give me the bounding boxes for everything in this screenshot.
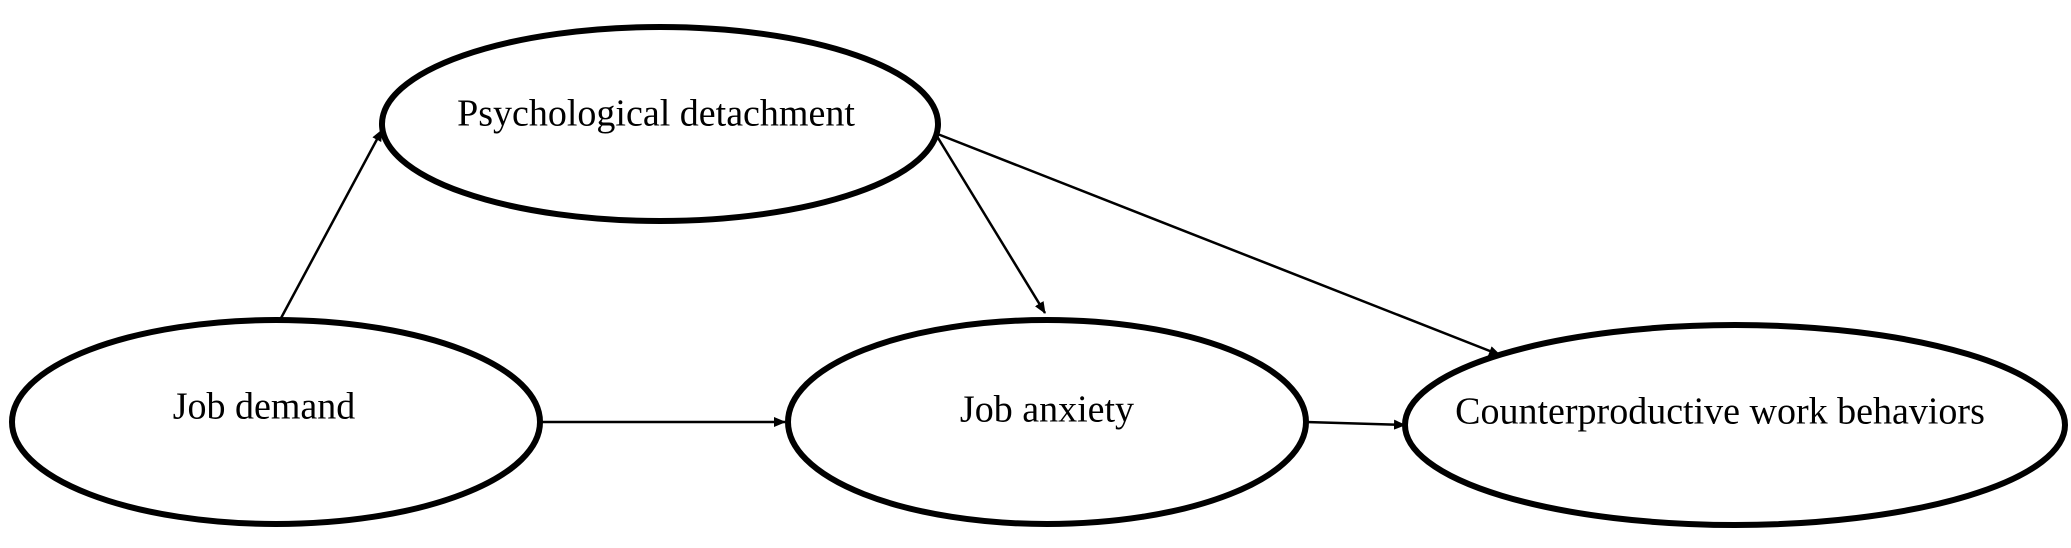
node-label-job-demand: Job demand [173,386,356,428]
node-label-counterproductive-work-behaviors: Counterproductive work behaviors [1455,391,1985,433]
node-label-psychological-detachment: Psychological detachment [457,93,855,135]
edge-jobdemand-to-detachment [278,129,384,321]
node-psychological-detachment: Psychological detachment [379,24,941,224]
edge-detachment-to-anxiety [933,132,1047,314]
edge-detachment-to-cwb [934,131,1501,357]
node-job-demand: Job demand [9,317,543,527]
edge-anxiety-to-cwb [1305,419,1406,430]
edges [278,129,1501,430]
node-label-job-anxiety: Job anxiety [960,389,1134,431]
node-counterproductive-work-behaviors: Counterproductive work behaviors [1402,322,2068,528]
node-job-anxiety: Job anxiety [785,317,1309,527]
